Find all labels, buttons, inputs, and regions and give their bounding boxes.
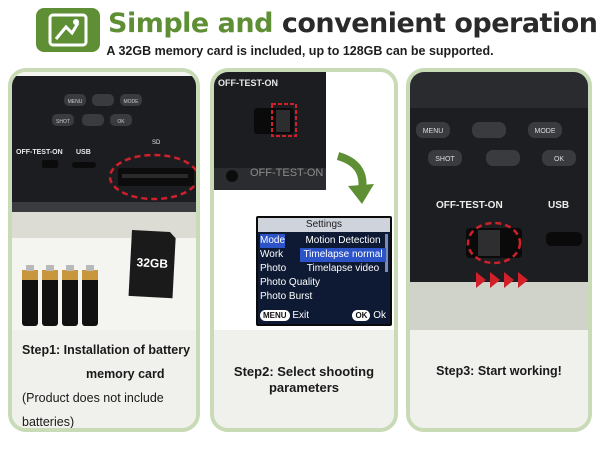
menu-row-photo[interactable]: Photo Timelapse video: [258, 262, 390, 276]
switch-label: OFF-TEST-ON: [436, 200, 503, 211]
menu-row-label: Mode: [260, 234, 286, 248]
menu-key: MENU: [260, 309, 290, 321]
sd-label: SD: [152, 140, 161, 146]
switch-label-emboss: OFF-TEST-ON: [250, 167, 323, 179]
step2-photo: OFF-TEST-ON OFF-TEST-ON Settings Mode Mo…: [214, 72, 394, 330]
switch-label-top: OFF-TEST-ON: [218, 78, 278, 88]
ok-button-label: OK: [554, 156, 564, 163]
switch-highlight: [466, 221, 522, 265]
step2-caption-line2: parameters: [268, 380, 340, 395]
step1-photo: MENU MODE SHOT OK OFF-TEST-ON USB SD 32G…: [12, 72, 196, 330]
menu-row-label: Photo Burst: [260, 291, 313, 302]
menu-row-work[interactable]: Work Timelapse normal: [258, 248, 390, 262]
camera-on-illustration: MENU MODE SHOT OK OFF-TEST-ON USB: [410, 72, 588, 330]
step1-caption-line2: memory card: [86, 367, 165, 381]
menu-row-label: Photo: [260, 263, 287, 274]
step1-caption-line3: (Product does not include: [22, 391, 164, 405]
menu-button-label: MENU: [68, 99, 83, 105]
step1-caption: Step1: Installation of battery memory ca…: [12, 330, 196, 428]
usb-label: USB: [76, 149, 91, 156]
page-title: Simple and convenient operation: [108, 8, 598, 39]
menu-footer: MENU Exit OK Ok: [258, 309, 390, 323]
menu-row-value: Timelapse video: [306, 263, 380, 274]
step1-caption-line4: batteries): [22, 415, 75, 429]
step2-panel: OFF-TEST-ON OFF-TEST-ON Settings Mode Mo…: [210, 68, 398, 432]
subtitle: A 32GB memory card is included, up to 12…: [106, 44, 494, 58]
step3-caption: Step3: Start working!: [410, 330, 588, 428]
step2-caption-line1: Step2: Select shooting: [233, 364, 375, 379]
step1-panel: MENU MODE SHOT OK OFF-TEST-ON USB SD 32G…: [8, 68, 200, 432]
menu-row-mode[interactable]: Mode Motion Detection: [258, 234, 390, 248]
menu-button-label: MENU: [423, 128, 444, 135]
settings-menu: Settings Mode Motion Detection Work Time…: [256, 216, 392, 326]
switch-highlight: [271, 103, 297, 137]
title-part1: Simple and: [108, 8, 273, 39]
menu-row-value: Timelapse normal: [300, 248, 386, 262]
title-part2: convenient operation: [281, 8, 598, 39]
mode-button-label: MODE: [124, 99, 140, 105]
menu-row-label: Work: [260, 249, 284, 260]
sd-slot-highlight: [108, 153, 196, 201]
exit-label: Exit: [292, 310, 310, 321]
curved-arrow-icon: [336, 152, 374, 204]
ok-key: OK: [352, 309, 371, 321]
exit-button[interactable]: MENU Exit: [260, 309, 309, 323]
mode-button-label: MODE: [535, 128, 556, 135]
menu-row-label: Photo Quality: [260, 277, 321, 288]
menu-scrollbar[interactable]: [385, 234, 388, 272]
step1-caption-line1: Step1: Installation of battery: [22, 343, 191, 357]
switch-label: OFF-TEST-ON: [16, 149, 63, 156]
header: Simple and convenient operation A 32GB m…: [0, 0, 600, 66]
menu-row-value: Motion Detection: [305, 235, 381, 246]
shot-button-label: SHOT: [56, 119, 70, 125]
ok-button-label: OK: [117, 119, 125, 125]
frame-logo-icon: [48, 13, 88, 47]
logo: [36, 8, 100, 52]
usb-label: USB: [548, 200, 569, 211]
camera-battery-illustration: MENU MODE SHOT OK OFF-TEST-ON USB SD 32G…: [12, 72, 196, 330]
menu-row-photo-burst[interactable]: Photo Burst: [258, 290, 390, 304]
menu-row-photo-quality[interactable]: Photo Quality: [258, 276, 390, 290]
battery-icon: [22, 265, 98, 326]
settings-menu-title: Settings: [258, 218, 390, 232]
shot-button-label: SHOT: [435, 156, 455, 163]
ok-label: Ok: [373, 310, 386, 321]
step2-caption: Step2: Select shooting parameters: [214, 330, 394, 428]
step3-photo: MENU MODE SHOT OK OFF-TEST-ON USB: [410, 72, 588, 330]
ok-button[interactable]: OK Ok: [352, 309, 386, 323]
step3-panel: MENU MODE SHOT OK OFF-TEST-ON USB Step3:…: [406, 68, 592, 432]
sd-card-label: 32GB: [136, 255, 168, 271]
